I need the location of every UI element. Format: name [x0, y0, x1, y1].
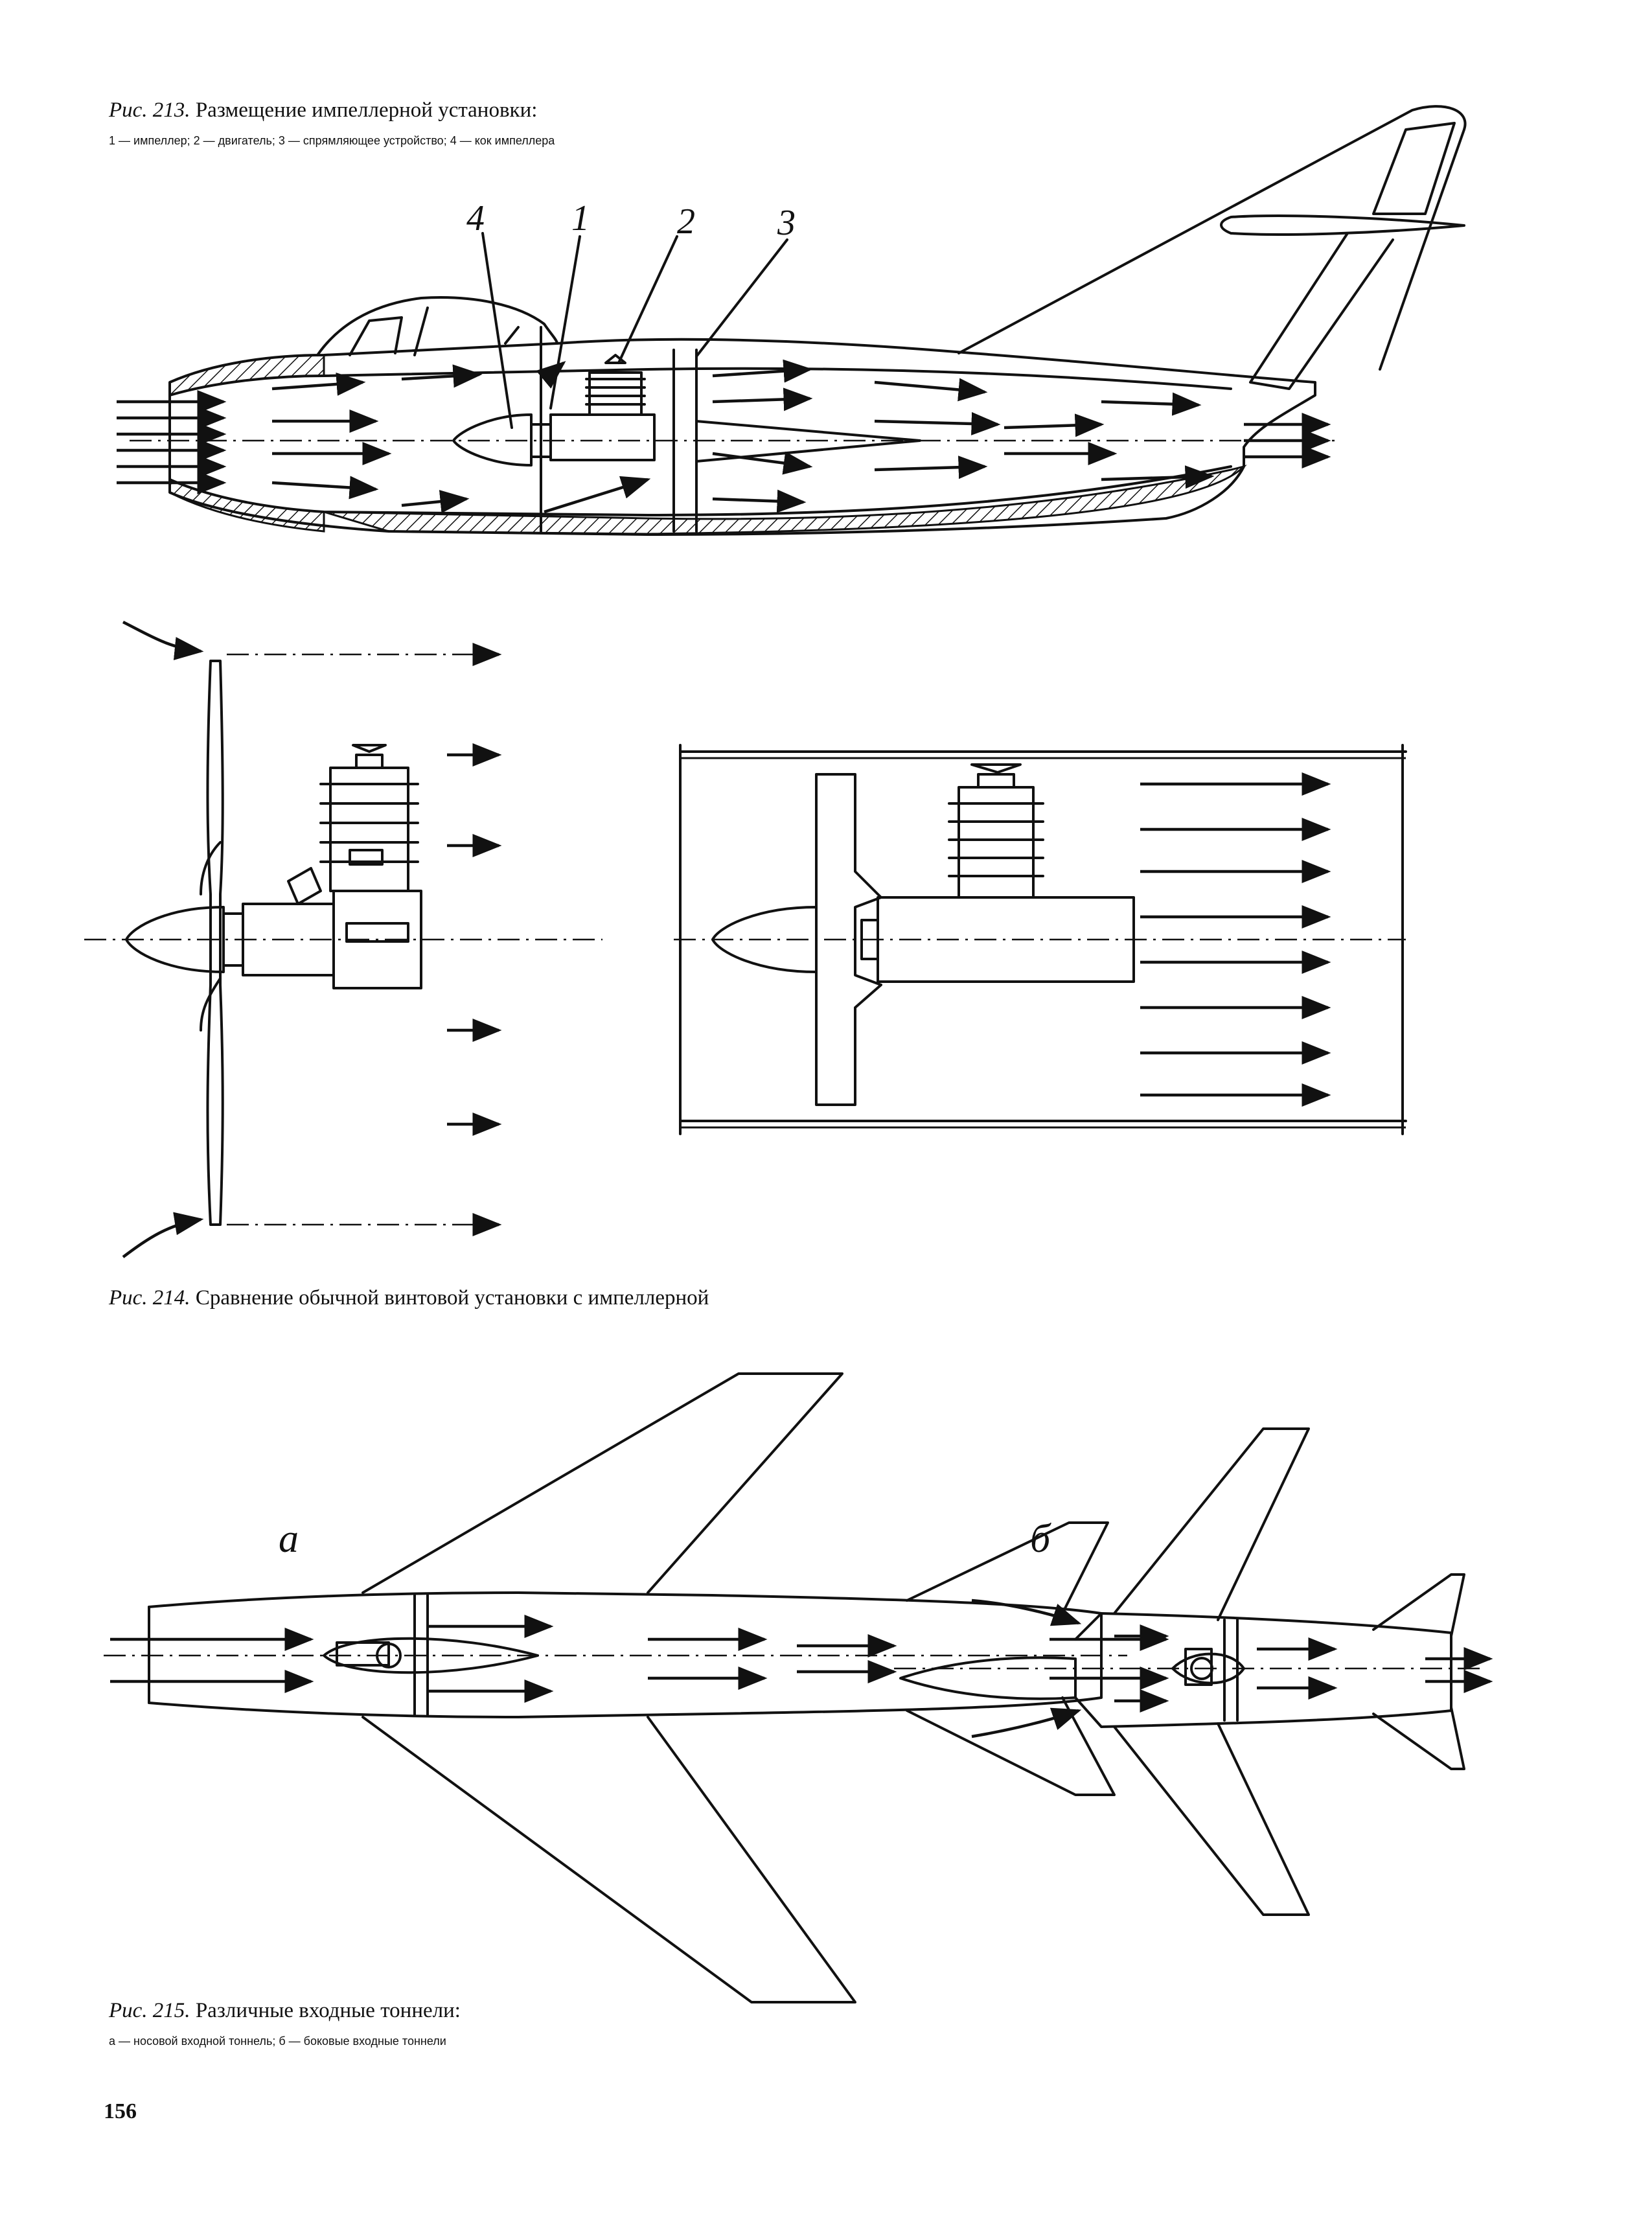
callout-1: 1 — [571, 198, 590, 238]
elevator — [1249, 232, 1394, 390]
label-a: а — [279, 1517, 299, 1561]
rudder — [1372, 122, 1456, 215]
horizontal-stabilizer — [1220, 214, 1465, 236]
fig213-caption-prefix: Рис. 213. — [109, 98, 190, 122]
fig215-caption: Рис. 215. Различные входные тоннели: — [109, 1998, 461, 2024]
canopy — [316, 296, 558, 356]
fig215a-nose-intake-plan: а — [104, 1372, 1169, 2003]
fig213-caption-text: Размещение импеллерной установки: — [195, 98, 538, 122]
leader-4 — [481, 232, 513, 429]
vertical-tail — [958, 105, 1467, 371]
open-engine-detail — [345, 922, 409, 943]
fig214-caption-prefix: Рис. 214. — [109, 1286, 190, 1310]
canopy-frame — [349, 306, 520, 356]
open-airflow-arrows — [122, 620, 502, 1258]
ducted-airflow-arrows — [1140, 772, 1331, 1107]
fig215b-side-intakes-plan: б — [894, 1427, 1493, 1916]
fig214-caption-text: Сравнение обычной винтовой установки с и… — [195, 1286, 709, 1310]
callout-2: 2 — [677, 202, 695, 242]
tail-b-bottom — [1372, 1706, 1465, 1770]
wing-a-top — [361, 1372, 843, 1594]
leader-3 — [695, 238, 788, 358]
fig215-caption-text: Различные входные тоннели: — [195, 1999, 461, 2022]
tail-b-top — [1372, 1573, 1465, 1637]
fig213-caption: Рис. 213. Размещение импеллерной установ… — [109, 97, 537, 123]
intake-lip-upper — [168, 354, 325, 397]
fuselage-a — [148, 1591, 1103, 1718]
tail-a-bottom — [906, 1696, 1116, 1796]
impeller-b — [1171, 1648, 1245, 1686]
fig215-caption-prefix: Рис. 215. — [109, 1999, 190, 2022]
rear-skin-hatch — [323, 465, 1247, 535]
fig213-legend: 1 — импеллер; 2 — двигатель; 3 — спрямля… — [109, 134, 555, 147]
leader-1 — [549, 235, 581, 410]
engine-mount — [549, 413, 656, 461]
impeller-a — [323, 1637, 539, 1674]
fuselage-outline — [168, 338, 1316, 536]
fig214-ducted-impeller — [674, 744, 1407, 1135]
wing-b-top — [1113, 1427, 1310, 1621]
fig215-legend: а — носовой входной тоннель; б — боковые… — [109, 2035, 446, 2048]
fig214-open-propeller — [84, 620, 602, 1258]
fuselage-b — [1074, 1612, 1452, 1728]
open-cylinder — [287, 744, 419, 905]
fig214-caption: Рис. 214. Сравнение обычной винтовой уст… — [109, 1285, 709, 1311]
label-b: б — [1030, 1517, 1051, 1561]
callout-3: 3 — [777, 203, 796, 243]
airflow-arrows — [117, 359, 1331, 514]
blade-twist — [200, 841, 222, 1032]
ducted-cylinder — [948, 763, 1044, 899]
wing-a-bottom — [361, 1716, 856, 2003]
wing-b-bottom — [1113, 1722, 1310, 1916]
nose-b — [899, 1656, 1077, 1700]
impeller-blades — [815, 773, 882, 1106]
tail-a-top — [906, 1521, 1109, 1615]
engine-cylinder — [585, 354, 646, 416]
fig213-jet-side-view: 4 1 2 3 — [117, 105, 1467, 536]
leader-2 — [617, 235, 678, 364]
page-number: 156 — [104, 2099, 137, 2123]
intake-duct-inner — [168, 367, 1232, 397]
callout-4: 4 — [466, 198, 485, 238]
propeller-blade — [206, 660, 224, 1226]
intake-lip-lower — [168, 478, 325, 533]
impeller-spinner — [452, 413, 533, 467]
